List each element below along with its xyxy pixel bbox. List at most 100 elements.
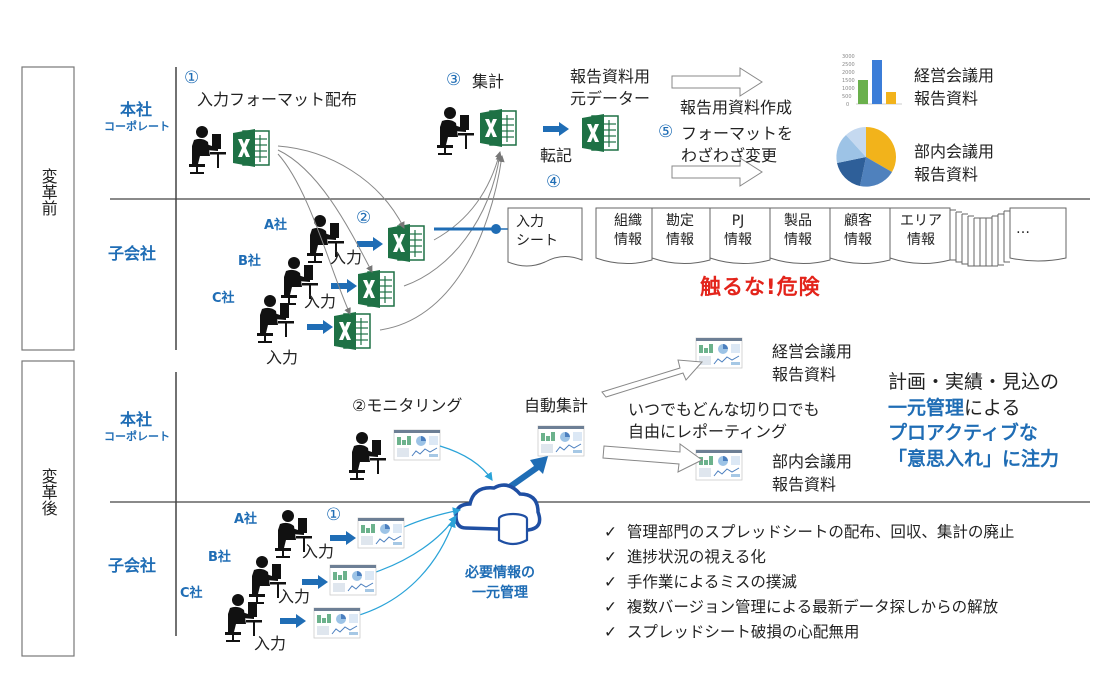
- person-icon-hq-after: [349, 432, 386, 480]
- check-icon: ✓: [604, 573, 617, 591]
- sheet-sub: 情報: [724, 231, 752, 248]
- report-create-label: 報告用資料作成: [680, 98, 793, 117]
- excel-icon-company-c: [333, 311, 371, 351]
- arrow-right-icon: [280, 614, 306, 628]
- message-line1: 計画・実績・見込の: [888, 371, 1060, 393]
- step1-after-number: ①: [326, 505, 342, 525]
- sheet-ellipsis: …: [1016, 221, 1030, 237]
- row-hq-title: 本社: [119, 100, 152, 119]
- person-icon-hq: [189, 126, 226, 174]
- input-after-b: 入力: [278, 587, 311, 606]
- section-box-after: [21, 360, 75, 657]
- message-line4: 「意思入れ」に注力: [888, 447, 1060, 470]
- report-dept-after: 部内会議用 報告資料: [772, 450, 852, 496]
- dashboard-icon-dept: [695, 449, 743, 481]
- anytime-line2: 自由にレポーティング: [628, 422, 788, 442]
- message-line3: プロアクティブな: [888, 422, 1038, 445]
- message-particle: による: [964, 396, 1021, 419]
- sheet-product: 製品 情報: [784, 212, 812, 250]
- input-sheet: 入力 シート: [516, 213, 558, 251]
- row-hq-title: 本社: [119, 410, 152, 429]
- sheet-account: 勘定 情報: [666, 212, 694, 250]
- sheet-customer: 顧客 情報: [844, 212, 872, 250]
- benefit-text: スプレッドシート破損の心配無用: [626, 623, 860, 641]
- message-emphasis: 一元管理: [888, 396, 965, 419]
- row-sub-before: 子会社: [108, 244, 157, 263]
- company-b-label: B社: [238, 254, 261, 269]
- axis-tick: 500: [842, 94, 852, 100]
- step4-number: ④: [546, 172, 562, 192]
- input-label-a: 入力: [330, 248, 363, 267]
- dashboard-icon-company-a: [357, 517, 405, 549]
- key-message: 計画・実績・見込の 一元管理による プロアクティブな 「意思入れ」に注力: [888, 370, 1059, 473]
- report-mgmt-line1: 経営会議用: [772, 342, 853, 361]
- sheet-org: 組織 情報: [614, 212, 642, 250]
- report-dept-line1: 部内会議用: [772, 452, 853, 471]
- step5-line2: わざわざ変更: [681, 145, 778, 165]
- report-source-line1: 報告資料用: [570, 67, 651, 86]
- axis-tick: 0: [846, 102, 849, 108]
- sheet-sub: 情報: [666, 231, 694, 248]
- input-after-c: 入力: [254, 634, 287, 653]
- sheet-title: 顧客: [844, 213, 872, 229]
- hollow-arrow-down: [602, 443, 703, 473]
- row-hq-sub: コーポレート: [104, 430, 170, 443]
- arrow-right-icon: [331, 279, 357, 293]
- cloud-label-line1: 必要情報の: [465, 565, 535, 581]
- benefit-text: 手作業によるミスの撲滅: [626, 573, 797, 591]
- anytime-reporting: いつでもどんな切り口でも 自由にレポーティング: [628, 399, 820, 444]
- cloud-label-line2: 一元管理: [472, 584, 528, 601]
- sheet-sub: 情報: [614, 231, 642, 248]
- row-hq-after: 本社 コーポレート: [104, 410, 170, 444]
- message-line2: 一元管理による: [888, 396, 1059, 422]
- benefit-text: 複数バージョン管理による最新データ探しからの解放: [626, 598, 999, 616]
- row-hq-before: 本社 コーポレート: [104, 100, 170, 134]
- dashboard-icon-auto: [537, 425, 585, 457]
- sheet-title: PJ: [731, 213, 745, 229]
- excel-icon-transcribe: [581, 113, 619, 153]
- step2-number: ②: [356, 208, 372, 228]
- danger-warning: 触るな!危険: [700, 275, 821, 299]
- axis-tick: 1000: [842, 86, 855, 92]
- auto-aggregate-label: 自動集計: [524, 396, 589, 415]
- report-mgmt-line1: 経営会議用: [914, 66, 995, 85]
- benefit-item: ✓ 複数バージョン管理による最新データ探しからの解放: [604, 595, 998, 617]
- dashboard-icon-company-b: [329, 564, 377, 596]
- report-mgmt-after: 経営会議用 報告資料: [772, 340, 852, 386]
- sheet-area: エリア 情報: [900, 212, 942, 250]
- check-icon: ✓: [604, 523, 617, 541]
- sheet-title: 製品: [784, 213, 812, 229]
- step5-label: フォーマットを わざわざ変更: [681, 123, 793, 166]
- dashboard-icon-company-c: [313, 607, 361, 639]
- company-c-after-label: C社: [180, 586, 203, 601]
- person-icon-aggregate: [437, 107, 474, 155]
- transcribe-label: 転記: [540, 146, 573, 165]
- axis-tick: 3000: [842, 54, 855, 60]
- dashboard-icon-mgmt: [695, 337, 743, 369]
- monitoring-label: ②モニタリング: [352, 396, 463, 415]
- input-after-a: 入力: [302, 542, 335, 561]
- report-source-line2: 元データー: [570, 88, 651, 108]
- excel-icon-aggregate: [479, 108, 517, 148]
- check-icon: ✓: [604, 598, 617, 616]
- section-after-label: 変革後: [38, 468, 58, 520]
- step3-label: 集計: [472, 72, 505, 91]
- input-sheet-line1: 入力: [516, 214, 544, 230]
- report-dept-line1: 部内会議用: [914, 142, 995, 161]
- check-icon: ✓: [604, 548, 617, 566]
- report-dept-line2: 報告資料: [914, 165, 979, 185]
- company-a-label: A社: [264, 218, 288, 233]
- anytime-line1: いつでもどんな切り口でも: [628, 400, 820, 419]
- sheet-title: エリア: [900, 213, 942, 229]
- excel-icon-hq: [232, 128, 270, 168]
- section-box-before: [21, 66, 75, 351]
- hollow-arrow-bottom: [671, 157, 763, 187]
- excel-icon-company-b: [357, 269, 395, 309]
- section-before-label: 変革前: [38, 168, 58, 220]
- row-hq-sub: コーポレート: [104, 120, 170, 133]
- axis-tick: 1500: [842, 78, 855, 84]
- benefit-text: 進捗状況の視える化: [626, 548, 766, 566]
- benefit-text: 管理部門のスプレッドシートの配布、回収、集計の廃止: [626, 523, 1015, 541]
